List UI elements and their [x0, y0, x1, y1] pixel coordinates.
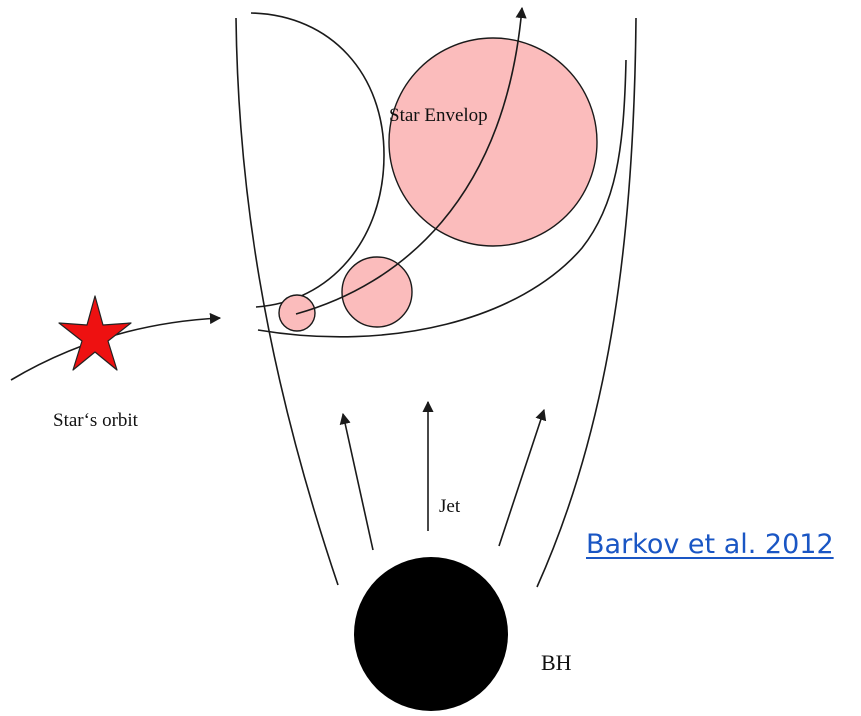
- bh-label: BH: [541, 650, 572, 675]
- stars-orbit-label: Star‘s orbit: [53, 410, 139, 431]
- jet-arrow-right: [499, 410, 544, 546]
- jet-label: Jet: [439, 496, 461, 517]
- black-hole-icon: [354, 557, 508, 711]
- star-envelop-label: Star Envelop: [389, 105, 488, 126]
- star-envelope-large: [389, 38, 597, 246]
- jet-arrow-left: [343, 414, 373, 550]
- citation-link[interactable]: Barkov et al. 2012: [586, 529, 834, 561]
